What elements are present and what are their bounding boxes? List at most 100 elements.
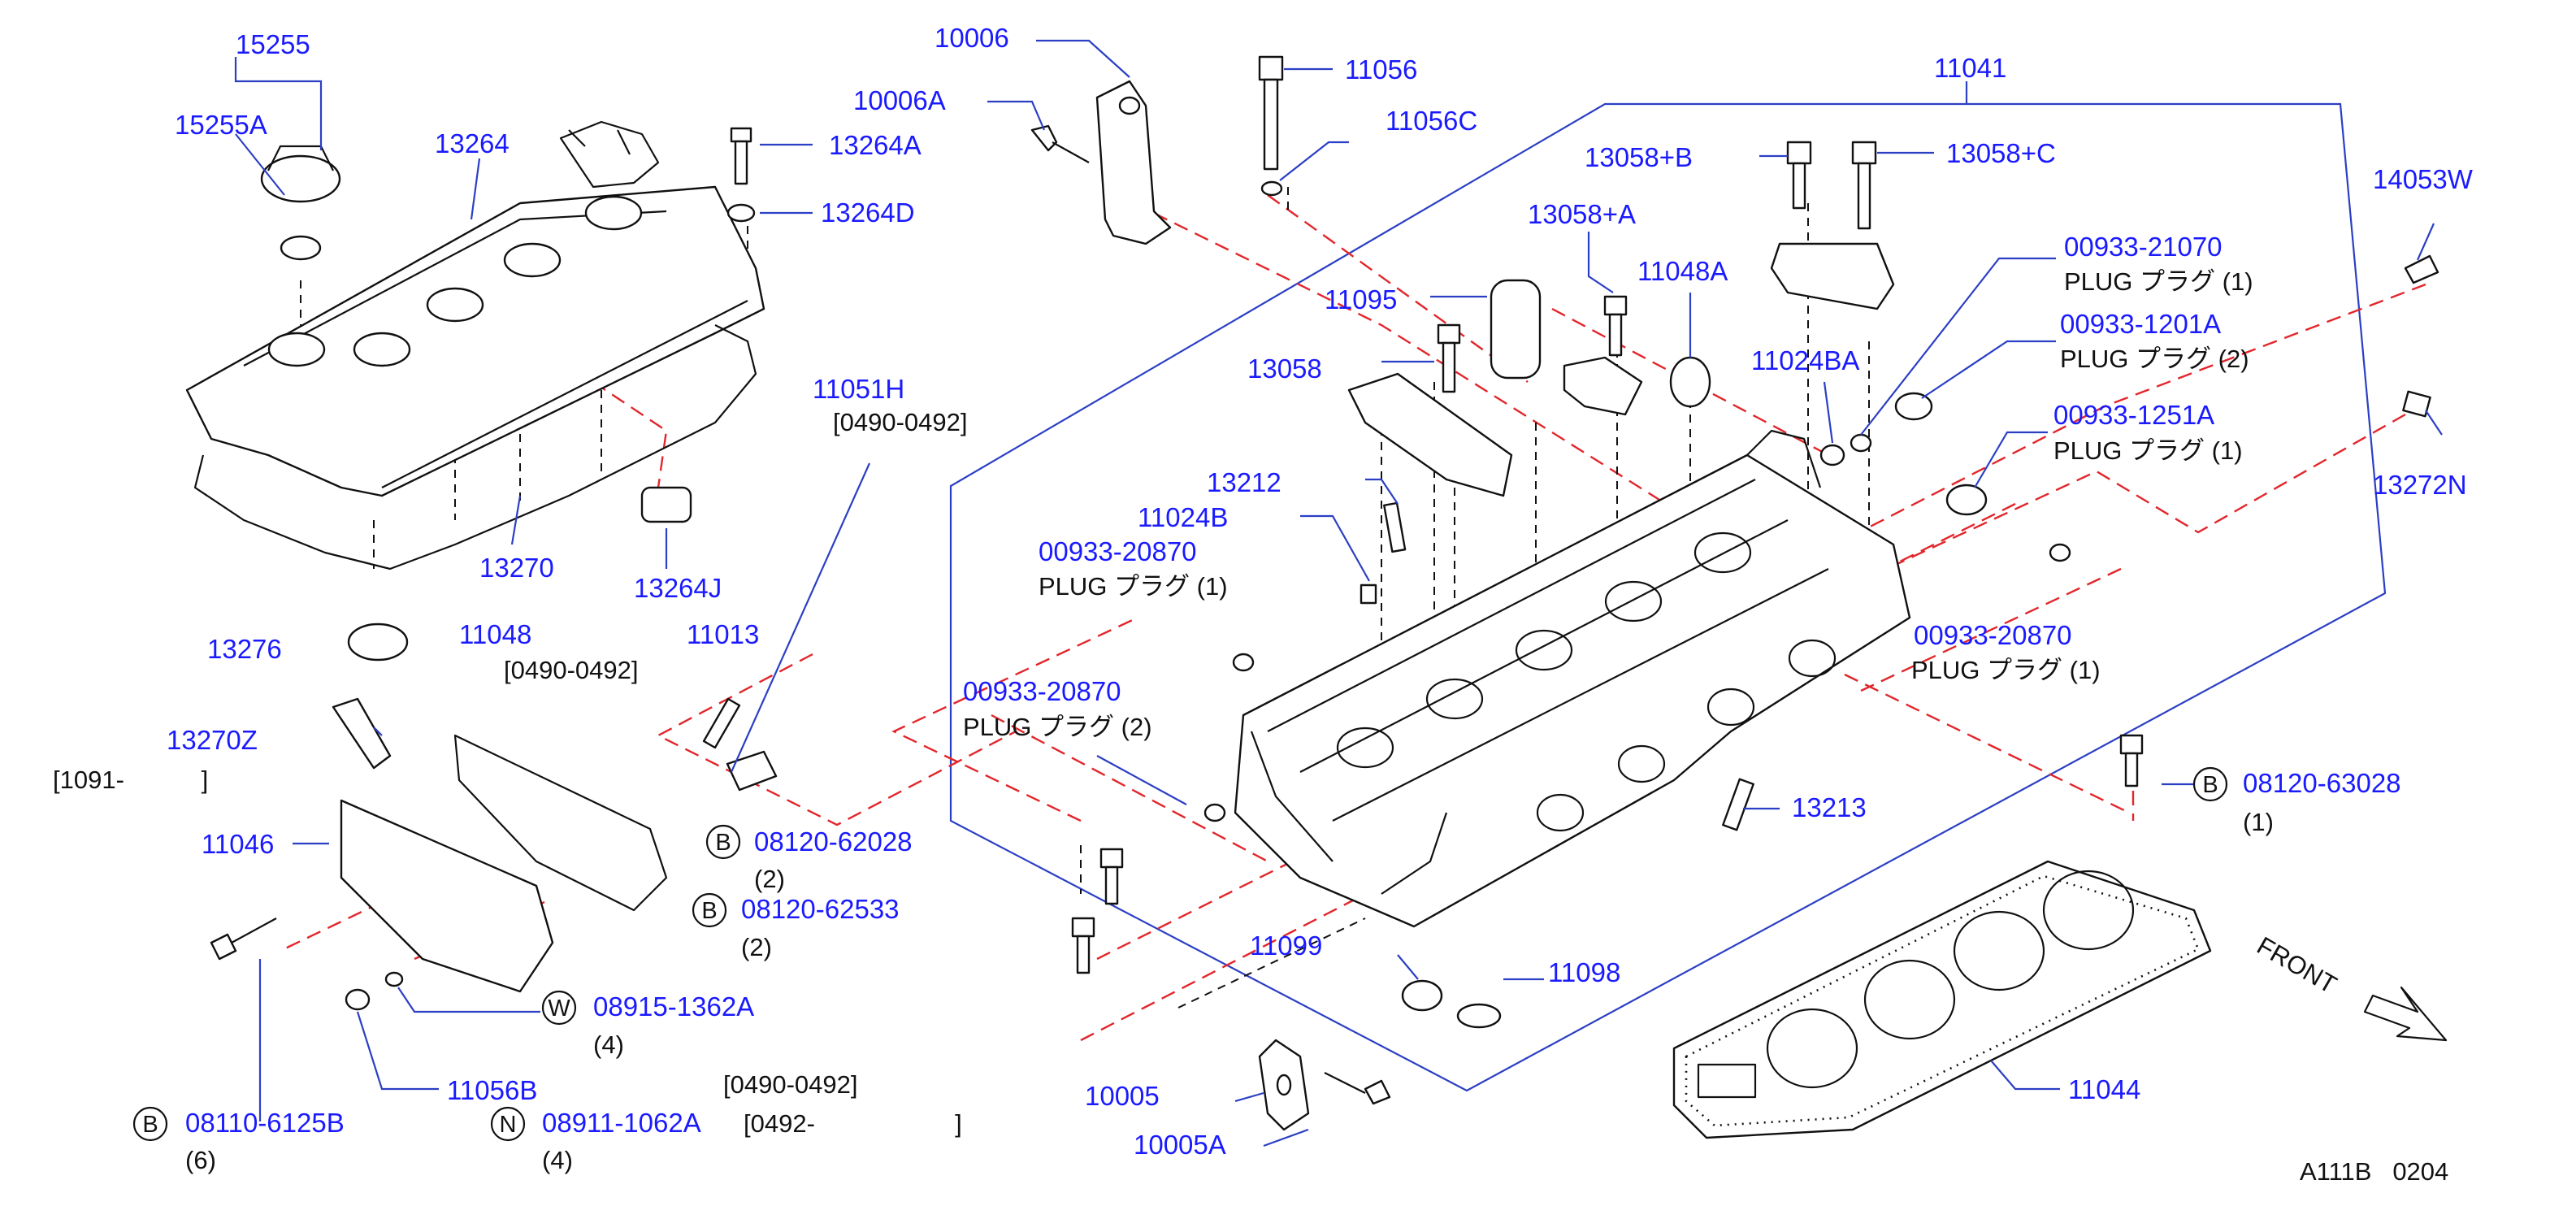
label-10006A: 10006A bbox=[853, 85, 946, 115]
svg-text:08120-63028: 08120-63028 bbox=[2243, 768, 2401, 798]
dowel-11024BA bbox=[1819, 444, 1845, 466]
pin-13212 bbox=[1383, 501, 1407, 553]
cylinder-head-11041 bbox=[1234, 429, 1911, 928]
valve-cover-13264 bbox=[185, 120, 765, 497]
bolt-13058 bbox=[1437, 323, 1461, 393]
pin-13213 bbox=[1722, 778, 1754, 831]
label-13270Z: 13270Z bbox=[167, 725, 258, 755]
label-11013: 11013 bbox=[687, 619, 759, 649]
svg-text:(6): (6) bbox=[185, 1146, 216, 1174]
label-11048-date: [0490-0492] bbox=[504, 656, 638, 684]
date-0490-0492: [0490-0492] bbox=[723, 1070, 857, 1099]
bolt-13058A bbox=[1603, 295, 1628, 357]
fastener-f5: N 08911-1062A (4) bbox=[490, 1106, 701, 1174]
svg-text:B: B bbox=[142, 1112, 158, 1138]
svg-text:08110-6125B: 08110-6125B bbox=[185, 1108, 345, 1138]
plug-00933-1201A bbox=[1894, 392, 1933, 421]
svg-text:(2): (2) bbox=[754, 865, 785, 893]
label-00933-20870-c: 00933-20870 bbox=[1914, 620, 2072, 650]
label-plug-1201A: PLUG プラグ (2) bbox=[2060, 345, 2249, 373]
label-13264A: 13264A bbox=[829, 130, 922, 160]
fastener-f1: B 08120-62028 (2) bbox=[705, 824, 913, 893]
svg-text:(4): (4) bbox=[593, 1030, 624, 1059]
fastener-f3: W 08915-1362A (4) bbox=[541, 990, 754, 1059]
label-15255A: 15255A bbox=[175, 110, 267, 140]
front-arrow bbox=[2363, 986, 2448, 1042]
svg-text:N: N bbox=[500, 1112, 517, 1138]
label-11051H-date: [0490-0492] bbox=[833, 408, 967, 436]
part-labels: 15255 15255A 13264 13264A 13264D 13270 1… bbox=[53, 23, 2474, 1160]
bolt-13058B bbox=[1786, 141, 1812, 210]
bolt-head-1 bbox=[1099, 848, 1124, 905]
label-00933-20870-b: 00933-20870 bbox=[963, 676, 1121, 706]
cover-13272N bbox=[2402, 390, 2431, 418]
label-13058C: 13058+C bbox=[1946, 138, 2056, 168]
label-10005A: 10005A bbox=[1134, 1130, 1226, 1160]
label-00933-20870-a: 00933-20870 bbox=[1039, 536, 1197, 566]
label-11048A: 11048A bbox=[1637, 256, 1728, 286]
plug-11051H bbox=[726, 750, 778, 792]
assembly-outline-11041 bbox=[949, 102, 2387, 1092]
plug-00933-1251A bbox=[1945, 484, 1988, 516]
dowel-11024B bbox=[1360, 583, 1377, 605]
bolt-13264A bbox=[726, 127, 756, 223]
label-11098: 11098 bbox=[1548, 957, 1620, 987]
svg-text:(4): (4) bbox=[542, 1146, 573, 1174]
label-14053W: 14053W bbox=[2373, 164, 2474, 194]
svg-text:08915-1362A: 08915-1362A bbox=[593, 991, 754, 1022]
label-plug-20870-a: PLUG プラグ (1) bbox=[1039, 572, 1228, 601]
label-11044: 11044 bbox=[2068, 1074, 2140, 1104]
label-13212: 13212 bbox=[1207, 467, 1281, 497]
seal-11048A bbox=[1669, 356, 1711, 408]
date-0492: [0492- ] bbox=[744, 1109, 962, 1138]
plug-00933-20870-a bbox=[1232, 653, 1255, 672]
bolt-head-2 bbox=[1071, 917, 1095, 974]
front-label: FRONT bbox=[2253, 931, 2342, 1000]
bracket-10006 bbox=[1095, 80, 1172, 245]
label-13264D: 13264D bbox=[821, 197, 915, 228]
label-11099: 11099 bbox=[1250, 931, 1322, 961]
label-plug-21070: PLUG プラグ (1) bbox=[2064, 267, 2253, 296]
nut-11056B bbox=[345, 988, 371, 1011]
bolt-10006A-shank bbox=[1052, 141, 1090, 163]
cover-11046 bbox=[340, 799, 554, 993]
svg-text:(1): (1) bbox=[2243, 808, 2274, 836]
label-11051H: 11051H bbox=[813, 374, 904, 404]
bolt-14053W bbox=[2404, 254, 2439, 284]
fastener-f6: B 08120-63028 (1) bbox=[2192, 766, 2401, 836]
label-10006: 10006 bbox=[935, 23, 1009, 53]
label-11046: 11046 bbox=[202, 829, 274, 859]
grommet-13264J bbox=[640, 486, 692, 523]
label-15255: 15255 bbox=[236, 29, 310, 59]
svg-text:B: B bbox=[2202, 772, 2218, 798]
cover-gasket bbox=[453, 734, 668, 912]
label-11024B: 11024B bbox=[1138, 502, 1228, 532]
diagram-code: A111B 0204 bbox=[2300, 1157, 2448, 1186]
label-13272N: 13272N bbox=[2373, 470, 2467, 500]
svg-text:B: B bbox=[701, 898, 717, 924]
label-plug-20870-c: PLUG プラグ (1) bbox=[1911, 656, 2101, 684]
plug-00933-20870-c bbox=[2049, 543, 2071, 562]
label-11095: 11095 bbox=[1325, 284, 1397, 315]
plug-00933-20870-b bbox=[1203, 803, 1226, 822]
gasket-13270 bbox=[193, 324, 757, 570]
bolt-08110 bbox=[210, 918, 277, 961]
bracket-hole bbox=[1118, 96, 1141, 115]
head-gasket-11044 bbox=[1672, 860, 2212, 1139]
label-13058: 13058 bbox=[1247, 354, 1322, 384]
label-13264J: 13264J bbox=[634, 573, 722, 603]
bolt-10005A bbox=[1364, 1079, 1391, 1105]
label-13058B: 13058+B bbox=[1585, 142, 1693, 172]
svg-text:W: W bbox=[548, 996, 570, 1022]
tube-11095 bbox=[1490, 279, 1542, 380]
svg-text:08911-1062A: 08911-1062A bbox=[542, 1108, 701, 1138]
cam-bracket-large bbox=[1347, 372, 1513, 497]
label-13276: 13276 bbox=[207, 634, 282, 664]
cam-bracket-small bbox=[1563, 356, 1643, 416]
stud-11056 bbox=[1258, 55, 1284, 197]
label-00933-1251A: 00933-1251A bbox=[2053, 400, 2214, 430]
leader-lines bbox=[234, 39, 2443, 1147]
svg-text:08120-62533: 08120-62533 bbox=[741, 894, 900, 924]
cam-bracket-13058 bbox=[1770, 242, 1895, 310]
